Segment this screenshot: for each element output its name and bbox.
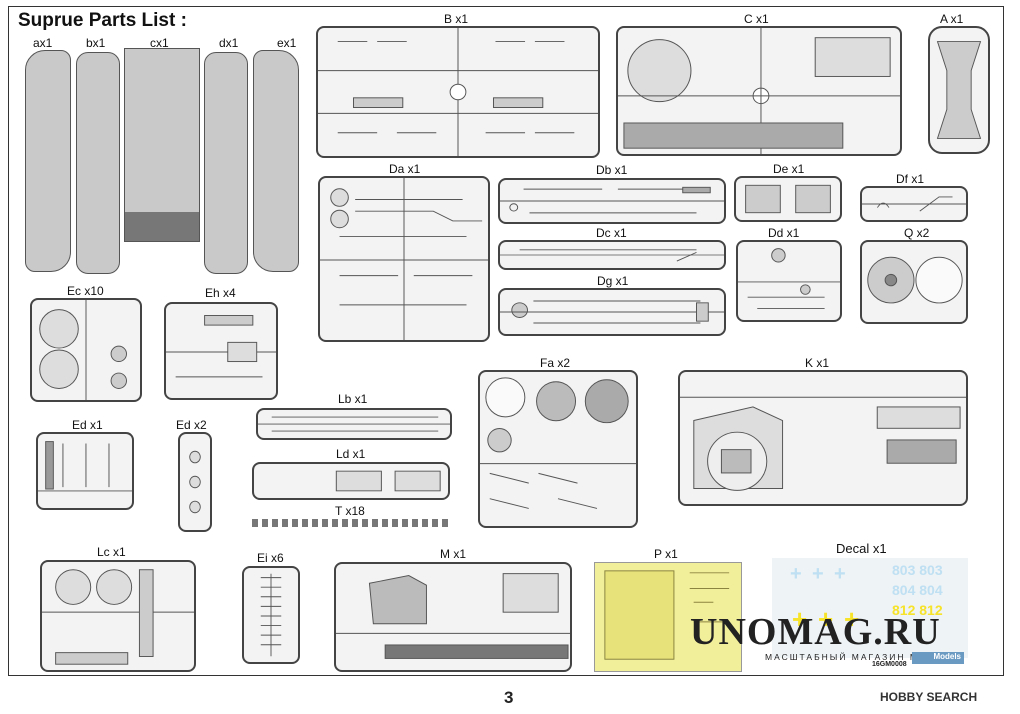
hull-plate-bx xyxy=(76,52,120,274)
sprue-M xyxy=(334,562,572,672)
sprue-label-Dd: Dd x1 xyxy=(768,226,800,240)
sprue-label-Dg: Dg x1 xyxy=(597,274,629,288)
hull-plate-cx-band xyxy=(125,212,199,241)
svg-text:+: + xyxy=(790,563,802,585)
brand-logo: HOBBY SEARCH xyxy=(880,690,978,704)
sprue-label-cx: cx1 xyxy=(150,36,169,50)
decal-row-2: 804 804 xyxy=(892,582,943,598)
decal-row-1: 803 803 xyxy=(892,562,943,578)
sprue-A xyxy=(928,26,990,154)
watermark-code: 16GM0008 xyxy=(872,661,907,668)
sprue-label-P: P x1 xyxy=(654,547,678,561)
hull-plate-ex xyxy=(253,50,299,272)
sprue-C xyxy=(616,26,902,156)
svg-text:+: + xyxy=(834,563,846,585)
sprue-label-T: T x18 xyxy=(335,504,365,518)
decal-sheet: + + + + + + 803 803 804 804 812 812 xyxy=(772,558,968,658)
hull-plate-dx xyxy=(204,52,248,274)
sprue-label-M: M x1 xyxy=(440,547,467,561)
svg-text:+: + xyxy=(792,604,807,634)
photoetch-P xyxy=(594,562,742,672)
sprue-label-Eh: Eh x4 xyxy=(205,286,236,300)
sprue-label-A: A x1 xyxy=(940,12,964,26)
sprue-label-Q: Q x2 xyxy=(904,226,930,240)
sprue-label-bx: bx1 xyxy=(86,36,106,50)
sprue-label-C: C x1 xyxy=(744,12,769,26)
sprue-label-ex: ex1 xyxy=(277,36,297,50)
sprue-label-Ei: Ei x6 xyxy=(257,551,284,565)
svg-text:+: + xyxy=(818,604,833,634)
hull-plate-ax xyxy=(25,50,71,272)
sprue-label-Lc: Lc x1 xyxy=(97,545,126,559)
sprue-label-Db: Db x1 xyxy=(596,163,628,177)
page-number: 3 xyxy=(504,688,514,707)
sprue-Ei xyxy=(242,566,300,664)
sprue-Fa xyxy=(478,370,638,528)
watermark-logo: Models xyxy=(912,652,964,664)
watermark-title: UNOMAG.RU xyxy=(690,611,941,653)
sprue-Df xyxy=(860,186,968,222)
sprue-Eh xyxy=(164,302,278,400)
track-links-T xyxy=(252,519,452,527)
sprue-label-Lb: Lb x1 xyxy=(338,392,368,406)
sprue-Ed xyxy=(36,432,134,510)
sprue-label-dx: dx1 xyxy=(219,36,239,50)
sprue-Ed2 xyxy=(178,432,212,532)
sprue-label-K: K x1 xyxy=(805,356,830,370)
hull-plate-cx xyxy=(124,48,200,242)
sprue-label-De: De x1 xyxy=(773,162,805,176)
sprue-label-ax: ax1 xyxy=(33,36,53,50)
decal-row-3: 812 812 xyxy=(892,602,943,618)
sprue-Q xyxy=(860,240,968,324)
sprue-De xyxy=(734,176,842,222)
sprue-Dd xyxy=(736,240,842,322)
sprue-label-Df: Df x1 xyxy=(896,172,925,186)
sprue-Lc xyxy=(40,560,196,672)
sprue-Ld xyxy=(252,462,450,500)
decal-label: Decal x1 xyxy=(836,541,887,556)
sprue-label-Ed2: Ed x2 xyxy=(176,418,207,432)
sprue-label-Fa: Fa x2 xyxy=(540,356,571,370)
sprue-label-Ld: Ld x1 xyxy=(336,447,366,461)
sprue-label-Da: Da x1 xyxy=(389,162,421,176)
sprue-K xyxy=(678,370,968,506)
sprue-label-Ec: Ec x10 xyxy=(67,284,104,298)
svg-text:+: + xyxy=(812,563,824,585)
sprue-Lb xyxy=(256,408,452,440)
sprue-Db xyxy=(498,178,726,224)
page-title: Suprue Parts List : xyxy=(18,10,187,31)
watermark-subtitle: МАСШТАБНЫЙ МАГАЗИН МОДЕЛЕЙ xyxy=(765,652,967,662)
sprue-label-B: B x1 xyxy=(444,12,469,26)
sprue-Ec xyxy=(30,298,142,402)
sprue-label-Dc: Dc x1 xyxy=(596,226,627,240)
sprue-Da xyxy=(318,176,490,342)
sprue-Dg xyxy=(498,288,726,336)
sprue-label-Ed: Ed x1 xyxy=(72,418,103,432)
sprue-Dc xyxy=(498,240,726,270)
page-frame xyxy=(8,6,1004,676)
svg-text:+: + xyxy=(844,604,859,634)
sprue-B xyxy=(316,26,600,158)
